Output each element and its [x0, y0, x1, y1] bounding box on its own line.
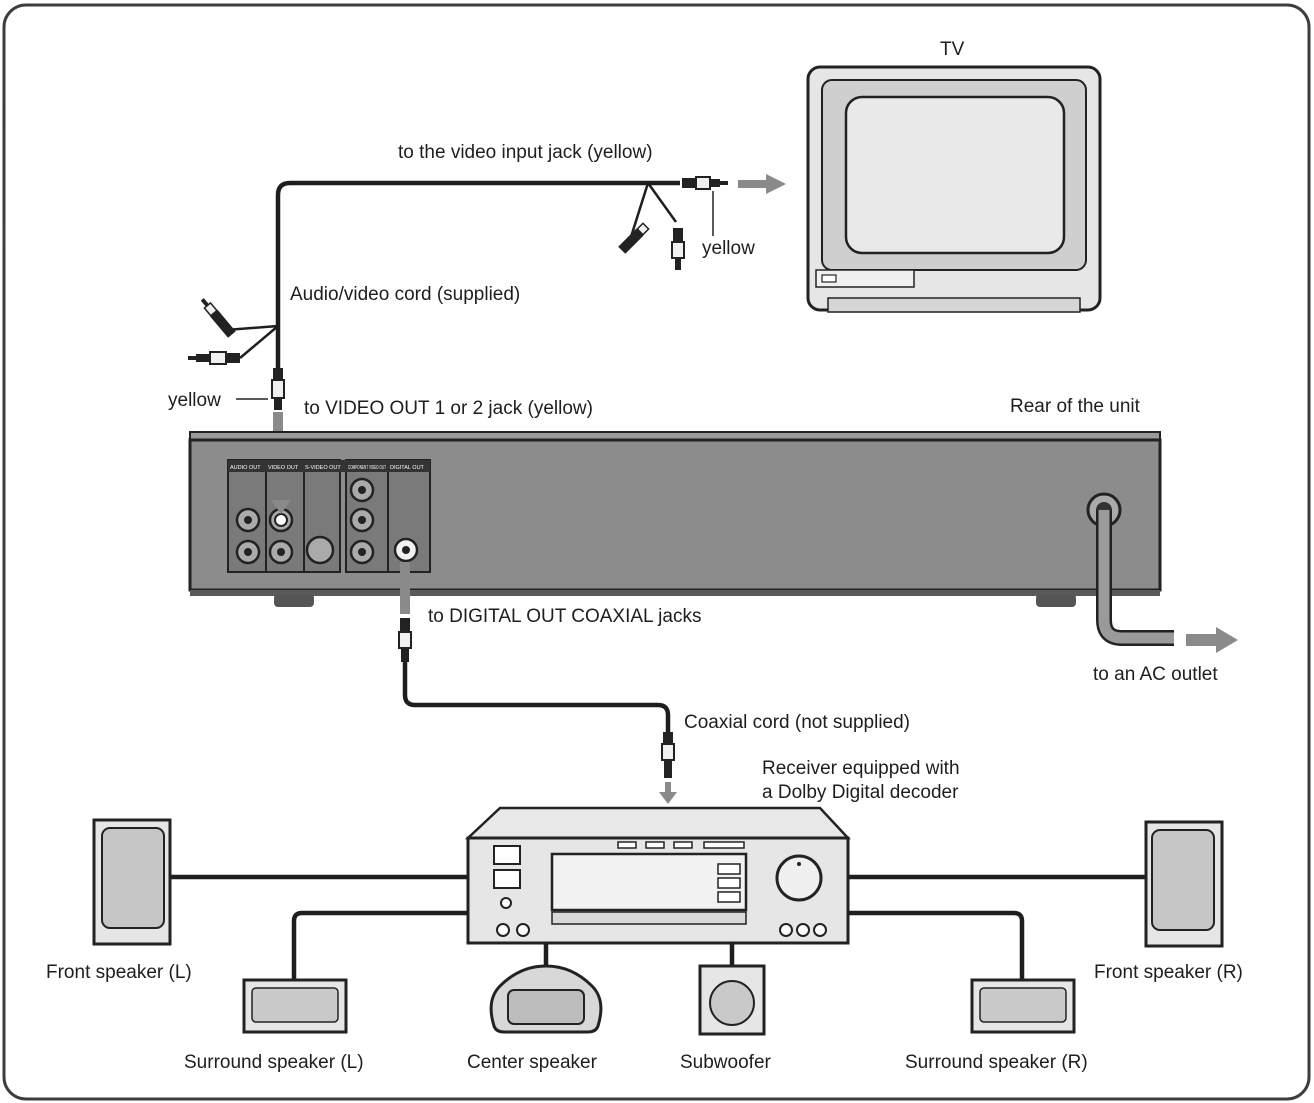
av-cord-label: Audio/video cord (supplied): [290, 284, 520, 305]
coaxial-plug-bottom: [661, 732, 675, 778]
video-input-jack-label: to the video input jack (yellow): [398, 142, 653, 163]
s-video-out-label: S-VIDEO OUT: [305, 465, 341, 471]
digital-out-arrow: [400, 562, 410, 614]
receiver-label-line2: a Dolby Digital decoder: [762, 782, 959, 803]
dvd-unit-rear: [188, 431, 1162, 607]
tv: [806, 65, 1102, 313]
surround-speaker-left-label: Surround speaker (L): [184, 1052, 364, 1073]
front-speaker-right-label: Front speaker (R): [1094, 962, 1243, 983]
ac-outlet-label: to an AC outlet: [1093, 664, 1218, 685]
surround-speaker-left: [242, 978, 348, 1034]
digital-out-label-main: to DIGITAL OUT COAXIAL jacks: [428, 606, 701, 627]
video-out-jack-label: to VIDEO OUT 1 or 2 jack (yellow): [304, 398, 593, 419]
surround-speaker-right: [970, 978, 1076, 1034]
tv-side-plugs: [618, 176, 728, 270]
video-jack-arrow-icon: [271, 500, 291, 514]
yellow-label-tv: yellow: [702, 238, 755, 259]
front-speaker-left: [92, 818, 172, 946]
digital-out-label: DIGITAL OUT: [390, 465, 425, 471]
coaxial-cord: [402, 662, 671, 732]
center-speaker: [489, 964, 603, 1034]
panel-section-labels: AUDIO OUT VIDEO OUT S-VIDEO OUT COMPONEN…: [230, 465, 425, 471]
receiver: [464, 806, 851, 945]
subwoofer: [698, 964, 766, 1036]
arrow-to-tv-icon: [738, 174, 786, 194]
arrow-to-receiver-icon: [659, 782, 677, 804]
audio-out-label: AUDIO OUT: [230, 465, 261, 471]
coaxial-cord-label: Coaxial cord (not supplied): [684, 712, 910, 733]
receiver-label-line1: Receiver equipped with: [762, 758, 960, 779]
front-speaker-left-label: Front speaker (L): [46, 962, 192, 983]
rear-of-unit-label: Rear of the unit: [1010, 396, 1141, 417]
component-video-out-label: COMPONENT VIDEO OUT: [348, 465, 386, 471]
unit-side-plugs: [188, 298, 285, 410]
front-speaker-right: [1144, 820, 1224, 948]
tv-label: TV: [940, 39, 965, 60]
arrow-to-ac-outlet-icon: [1186, 627, 1238, 653]
speaker-wires: [170, 874, 1146, 982]
av-cord: [225, 180, 680, 372]
video-out-label: VIDEO OUT: [268, 465, 299, 471]
surround-speaker-right-label: Surround speaker (R): [905, 1052, 1088, 1073]
subwoofer-label: Subwoofer: [680, 1052, 772, 1073]
center-speaker-label: Center speaker: [467, 1052, 598, 1073]
yellow-label-unit: yellow: [168, 390, 221, 411]
coaxial-plug-top: [398, 618, 412, 662]
